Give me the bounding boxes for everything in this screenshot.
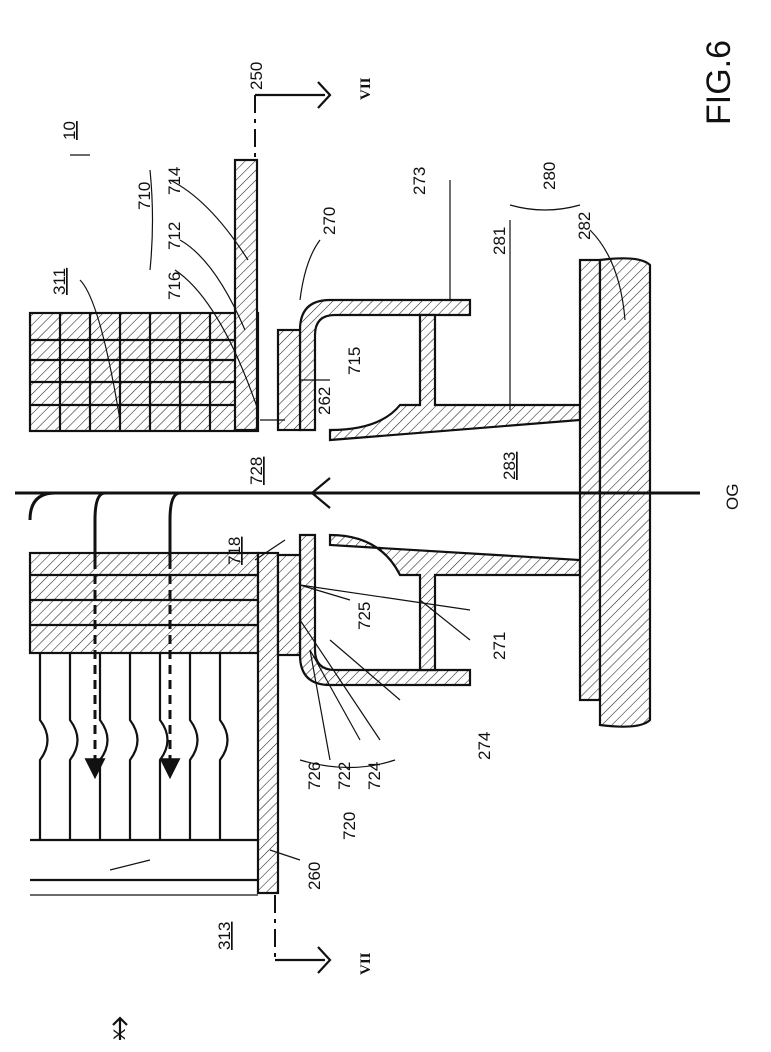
label-271: 271 — [490, 632, 509, 660]
plate-250 — [235, 160, 257, 430]
label-280: 280 — [540, 162, 559, 190]
label-250: 250 — [247, 62, 266, 90]
label-710: 710 — [135, 182, 154, 210]
brace-280 — [510, 205, 580, 210]
label-716: 716 — [165, 272, 184, 300]
label-712: 712 — [165, 222, 184, 250]
label-728: 728 — [247, 457, 266, 485]
label-718: 718 — [225, 537, 244, 565]
label-281: 281 — [490, 227, 509, 255]
label-724: 724 — [365, 762, 384, 790]
label-726: 726 — [305, 762, 324, 790]
stack-lower-313 — [30, 553, 258, 895]
figure-title: FIG.6 — [700, 40, 738, 125]
label-og: OG — [723, 484, 742, 510]
section-line-bottom — [275, 895, 330, 973]
label-274: 274 — [475, 732, 494, 760]
label-313: 313 — [215, 922, 234, 950]
label-283: 283 — [500, 452, 519, 480]
label-10: 10 — [60, 121, 79, 140]
label-722: 722 — [335, 762, 354, 790]
label-720: 720 — [340, 812, 359, 840]
seal-725 — [278, 555, 300, 655]
label-311: 311 — [50, 268, 69, 295]
label-715: 715 — [345, 347, 364, 375]
label-270: 270 — [320, 207, 339, 235]
label-273: 273 — [410, 167, 429, 195]
section-marker-bottom: VII — [358, 952, 374, 975]
label-262: 262 — [315, 387, 334, 415]
label-714: 714 — [165, 167, 184, 195]
label-725: 725 — [355, 602, 374, 630]
section-line-top — [255, 82, 330, 160]
label-260: 260 — [305, 862, 324, 890]
section-marker-top: VII — [358, 77, 374, 100]
plate-260 — [258, 553, 278, 893]
label-282: 282 — [575, 212, 594, 240]
seal-715 — [278, 330, 300, 430]
